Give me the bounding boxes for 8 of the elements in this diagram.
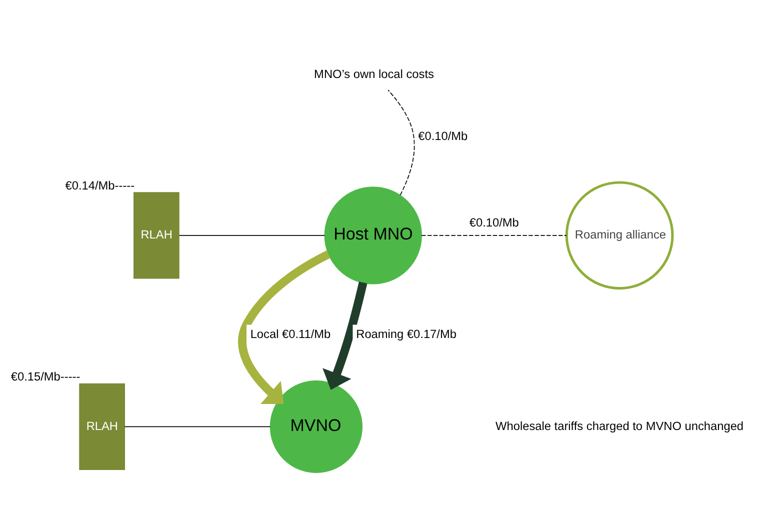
label: Wholesale tariffs charged to MVNO unchanged: [496, 418, 744, 433]
node-label: €0.15/Mb-----: [10, 370, 80, 384]
node-text: MNO’s own local costs: [314, 66, 434, 81]
edge-label: €0.10/Mb: [469, 216, 519, 230]
edge-label: Local €0.11/Mb: [250, 327, 331, 342]
node-label: €0.14/Mb-----: [65, 178, 135, 192]
edge-label: €0.10/Mb: [418, 128, 468, 143]
edge-label: Roaming €0.17/Mb: [356, 327, 456, 342]
